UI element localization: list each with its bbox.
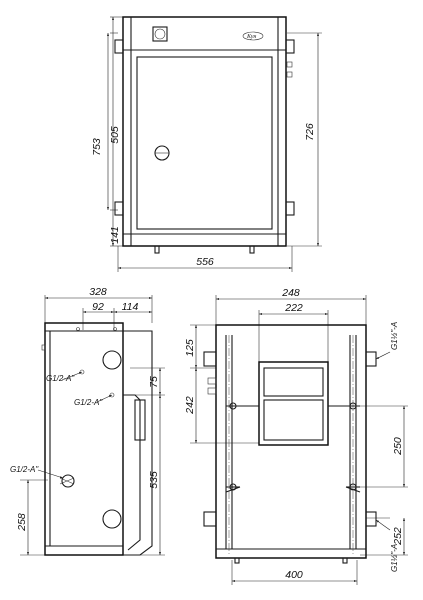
logo-text: Кун (246, 34, 256, 40)
side-drain (61, 474, 75, 488)
flue-outlet (258, 361, 329, 446)
front-view: Кун 753 505 505 141 726 556 (91, 16, 322, 272)
side-pipe-bottom (102, 509, 122, 529)
boiler-body-rear (215, 324, 367, 559)
gauge-icon (152, 26, 168, 42)
side-view: G1/2-A" G1/2-A" G1/2-A" 328 92 114 75 53… (10, 286, 165, 556)
dim-505-label: 505 (109, 126, 121, 144)
dim-114: 114 (122, 301, 139, 313)
dim-258: 258 (16, 513, 28, 532)
side-pipe-top (102, 350, 122, 370)
thread-label-top: G1½"-A (390, 322, 399, 350)
pipe-top-right (285, 39, 295, 54)
thread-label-2: G1/2-A" (74, 398, 103, 407)
dim-556: 556 (196, 256, 214, 268)
boiler-body-side (44, 322, 124, 556)
thread-label-3: G1/2-A" (10, 465, 39, 474)
dim-250: 250 (392, 437, 404, 456)
rear-pipe-top-right (365, 351, 377, 367)
rear-view: G1½"-A G1½"-A 248 222 125 242 250 252 40… (184, 287, 408, 585)
dim-535: 535 (148, 471, 160, 489)
dim-726: 726 (304, 123, 316, 141)
thread-label-1: G1/2-A" (46, 374, 75, 383)
dim-222: 222 (284, 302, 303, 314)
boiler-door (136, 56, 273, 230)
dim-400: 400 (285, 569, 303, 581)
pipe-bottom-right (285, 201, 295, 216)
dim-328: 328 (89, 286, 107, 298)
dim-75: 75 (148, 376, 160, 388)
pipe-top-left (114, 39, 124, 54)
dim-248: 248 (281, 287, 300, 299)
rear-pipe-bottom-right (365, 511, 377, 527)
thread-label-bottom: G1½"-A (390, 544, 399, 572)
rear-pipe-bottom (203, 511, 217, 527)
rear-pipe-top (203, 351, 217, 367)
dim-125: 125 (184, 339, 196, 357)
dim-242: 242 (184, 396, 196, 415)
dim-92: 92 (92, 301, 104, 313)
dim-141: 141 (109, 226, 121, 244)
pipe-bottom-left (114, 201, 124, 216)
boiler-body-front (122, 16, 287, 247)
dim-753: 753 (91, 138, 103, 156)
dim-252: 252 (392, 527, 404, 546)
